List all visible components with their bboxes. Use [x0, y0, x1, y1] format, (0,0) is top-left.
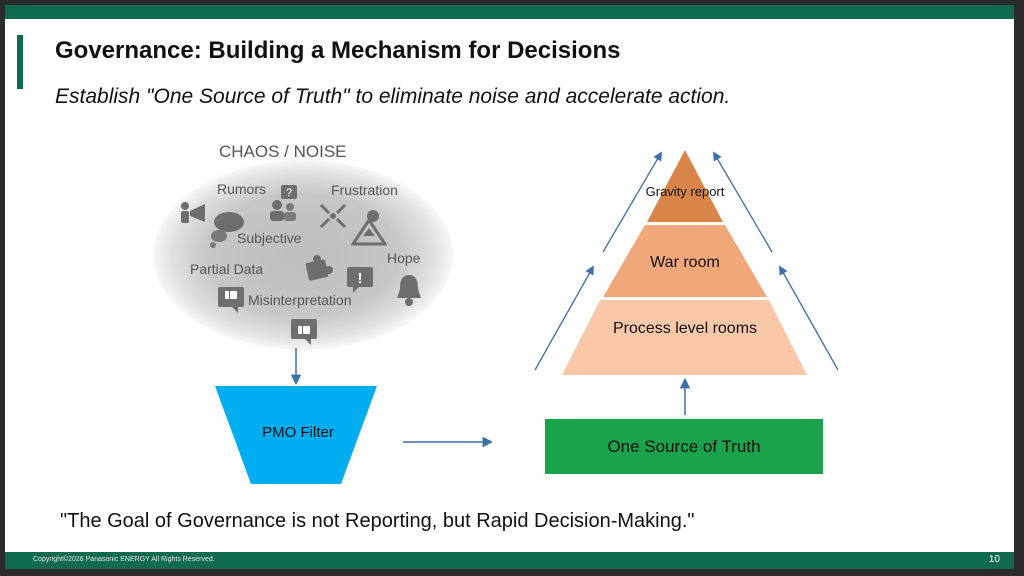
footer-bar — [5, 552, 1014, 569]
pmo-filter-funnel — [215, 386, 377, 484]
page-number: 10 — [988, 554, 1000, 565]
title-accent-bar — [17, 35, 23, 89]
noise-label-partial-data: Partial Data — [190, 261, 264, 277]
arrow-left-lower — [534, 265, 594, 371]
slide-title: Governance: Building a Mechanism for Dec… — [55, 37, 621, 64]
exclamation-bubble-icon: ! — [347, 267, 373, 293]
gravity-report-label: Gravity report — [645, 184, 725, 199]
puzzle-icon — [305, 255, 333, 281]
svg-text:!: ! — [358, 270, 363, 287]
question-people-icon: ? — [270, 185, 297, 221]
thumbs-down-bubble-icon — [218, 287, 244, 313]
one-source-of-truth-label: One Source of Truth — [607, 437, 761, 456]
noise-cloud — [153, 160, 453, 350]
arrow-left-upper — [602, 151, 662, 253]
svg-text:?: ? — [286, 187, 292, 199]
pyramid-tier-war-room — [603, 225, 767, 297]
pyramid-tier-gravity-report — [647, 150, 723, 222]
pyramid-tier-process-level-rooms — [562, 300, 807, 375]
governance-quote: "The Goal of Governance is not Reporting… — [60, 510, 695, 532]
conflict-icon — [319, 203, 347, 229]
bell-icon — [397, 275, 421, 306]
arrow-right-lower — [779, 265, 839, 371]
slide: Governance: Building a Mechanism for Dec… — [5, 5, 1014, 569]
header-bar — [5, 5, 1014, 19]
war-room-label: War room — [650, 254, 720, 271]
noise-label-frustration: Frustration — [331, 182, 398, 198]
one-source-of-truth-box — [545, 419, 823, 474]
chaos-title: CHAOS / NOISE — [219, 142, 347, 161]
process-level-rooms-label: Process level rooms — [612, 320, 758, 337]
copyright-text: Copyright©2026 Panasonic ENERGY All Righ… — [33, 556, 215, 563]
speech-bubble-icon — [210, 212, 244, 248]
noise-label-subjective: Subjective — [237, 230, 302, 246]
arrow-right-upper — [713, 151, 773, 253]
slide-subtitle: Establish "One Source of Truth" to elimi… — [55, 85, 731, 108]
megaphone-icon — [181, 202, 205, 223]
noise-label-hope: Hope — [387, 250, 421, 266]
noise-label-misinterpretation: Misinterpretation — [248, 292, 352, 308]
mountain-icon — [351, 210, 387, 246]
noise-label-rumors: Rumors — [217, 181, 267, 197]
thumbs-up-bubble-icon — [291, 319, 317, 345]
pmo-filter-label: PMO Filter — [262, 424, 334, 441]
governance-diagram — [215, 150, 839, 484]
